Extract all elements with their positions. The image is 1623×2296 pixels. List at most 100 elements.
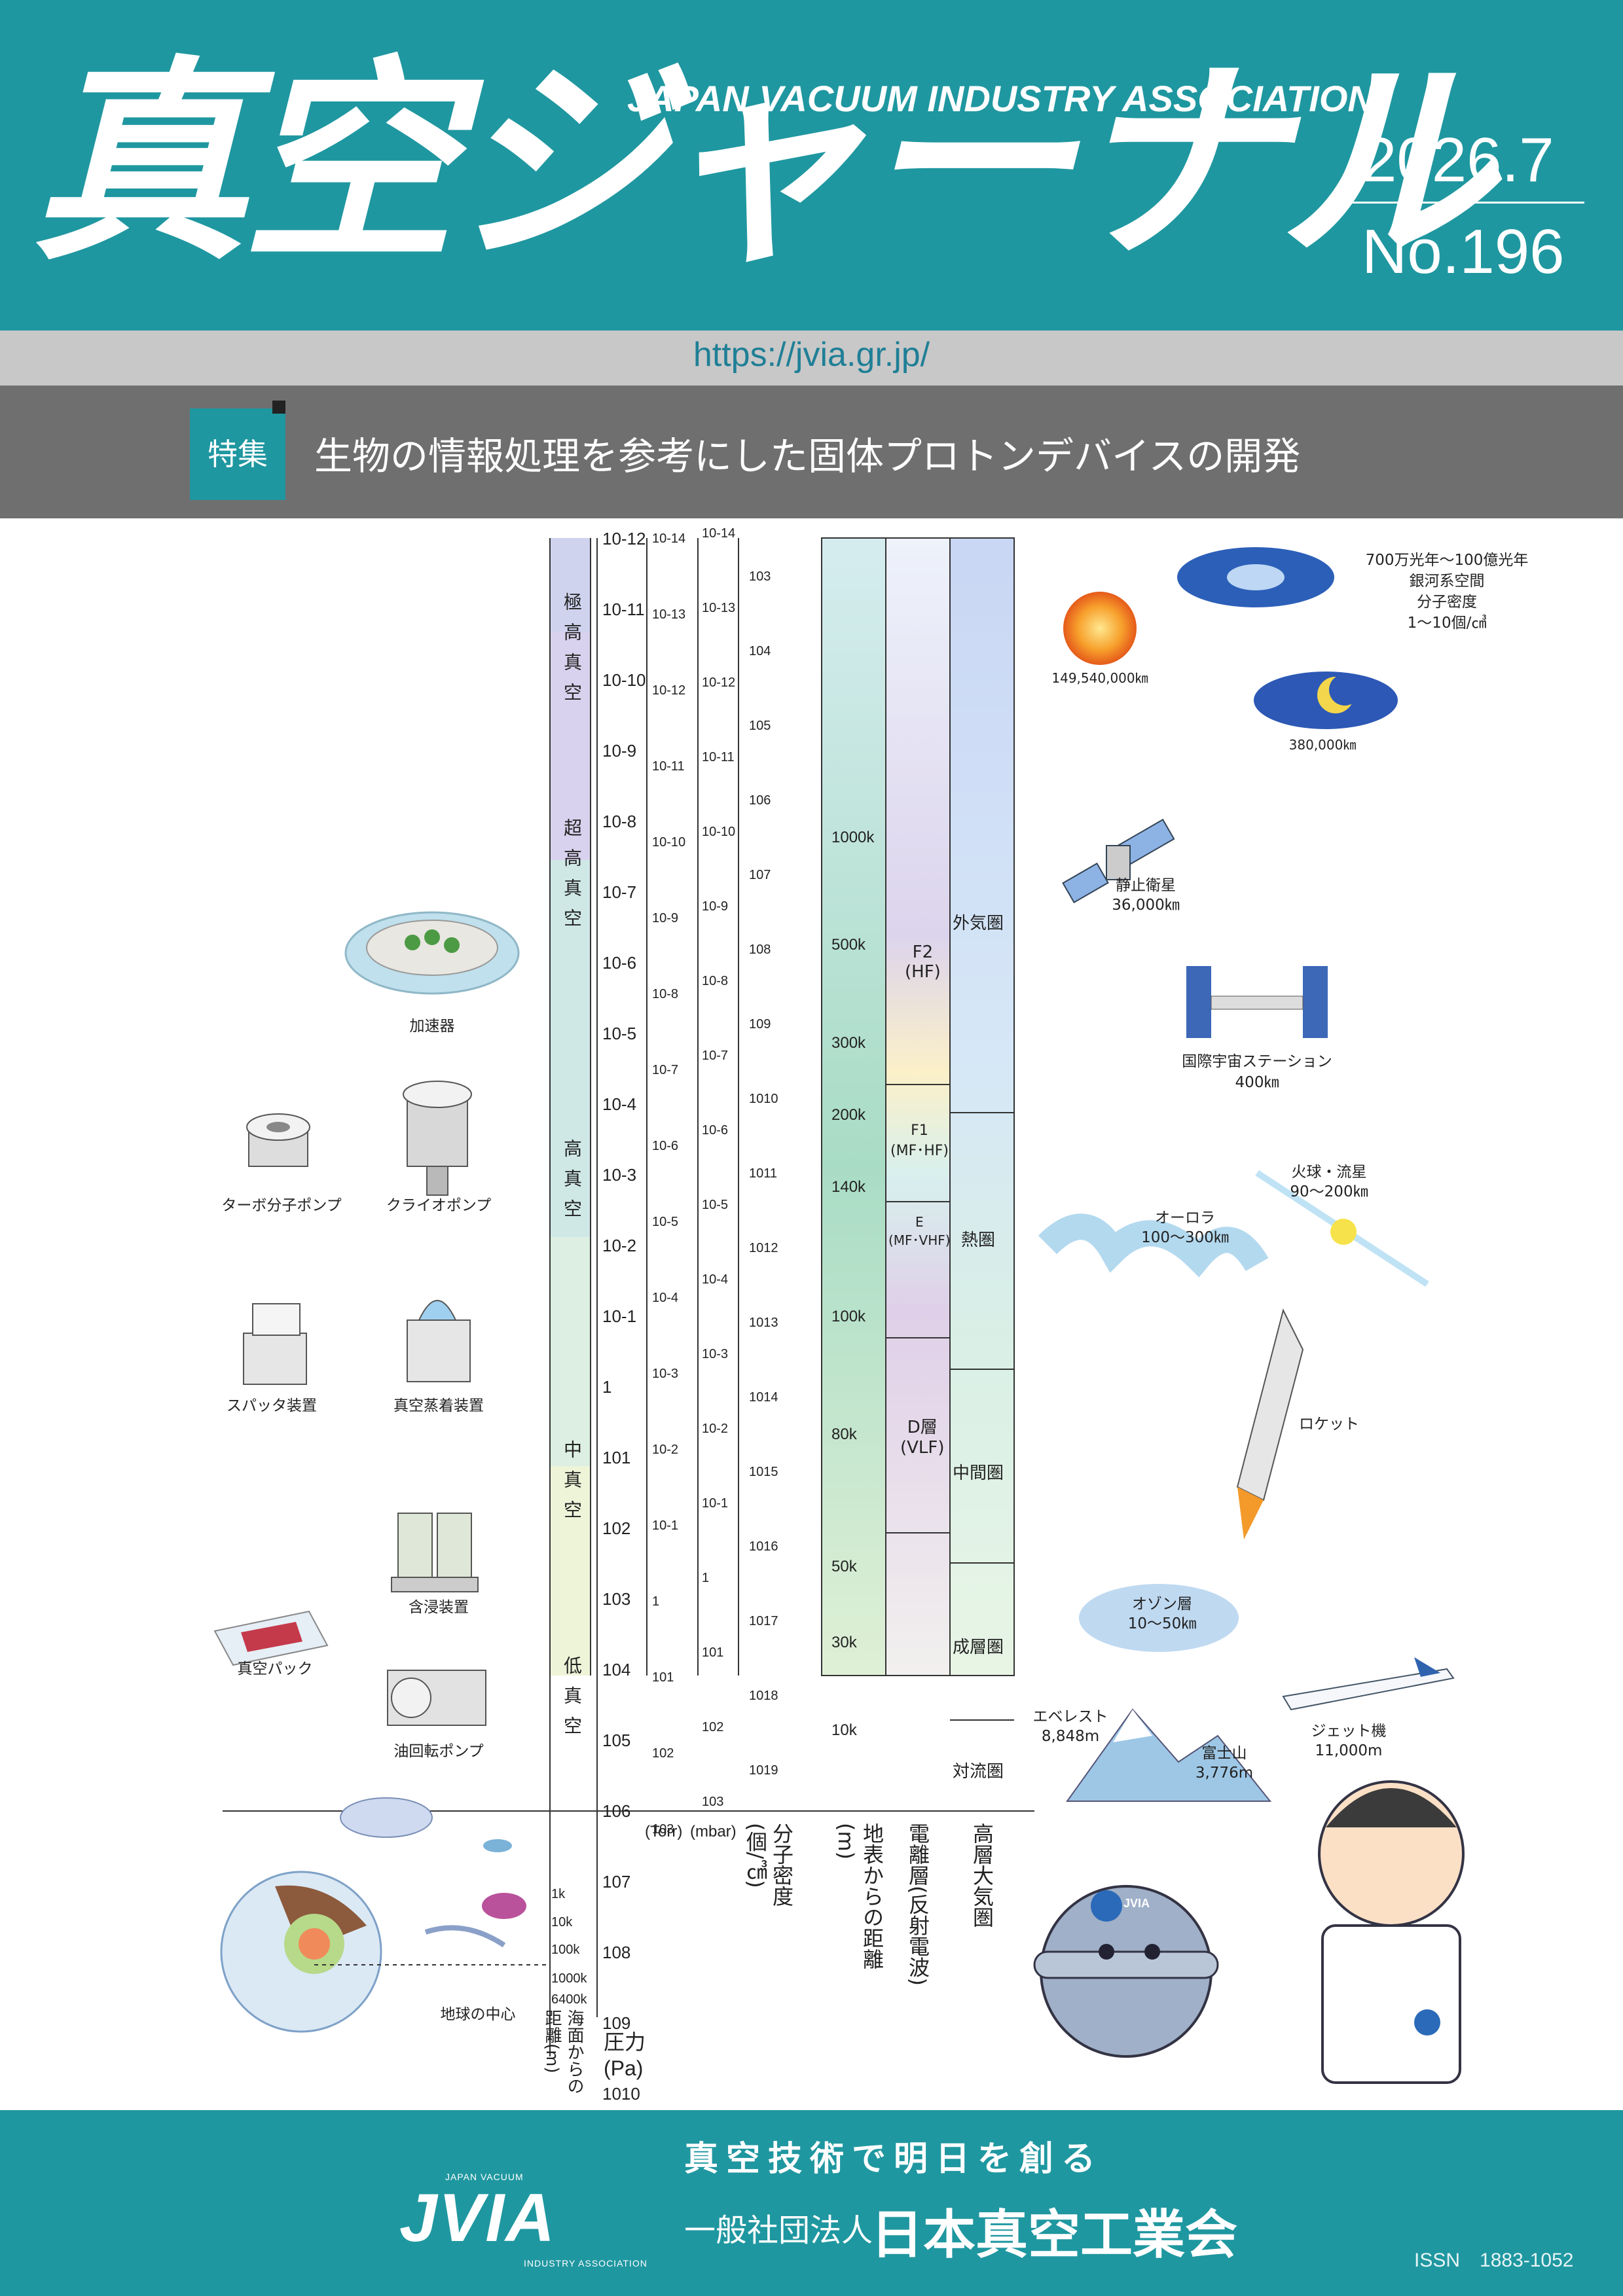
atmosphere-column <box>949 537 1015 1676</box>
impregnation-illustration <box>391 1513 479 1592</box>
footer-corp-prefix: 一般社団法人 <box>684 2212 873 2249</box>
density-tick: 1015 <box>749 1465 778 1479</box>
sun-illustration <box>1063 592 1137 665</box>
caption-turbo-pump: ターボ分子ポンプ <box>221 1197 342 1214</box>
pa-tick: 10-9 <box>602 741 637 761</box>
vacuum-scale-chart <box>213 537 1465 2084</box>
sea-depth-tick: 1k <box>551 1887 566 1901</box>
caption-jet: ジェット機 11,000m <box>1311 1723 1387 1759</box>
ionosphere-f2: F2 (HF) <box>905 942 941 982</box>
column-dividers <box>886 1084 1014 1721</box>
pa-tick: 10-2 <box>602 1236 637 1255</box>
feature-tag-corner <box>272 401 285 414</box>
footer-logo-bottom: INDUSTRY ASSOCIATION <box>524 2258 647 2269</box>
turbo-pump-illustration <box>246 1113 310 1167</box>
region-label-extreme-high: 極高真空 <box>561 592 583 713</box>
evaporator-illustration <box>407 1300 471 1382</box>
caption-satellite: 静止衛星 36,000㎞ <box>1112 877 1180 914</box>
mbar-tick: 10-8 <box>702 974 729 988</box>
atmosphere-troposphere: 対流圏 <box>953 1762 1004 1782</box>
mbar-tick: 10-11 <box>702 750 735 764</box>
caption-ozone: オゾン層 10〜50㎞ <box>1127 1596 1197 1632</box>
sea-distance-label: 海面からの 距離(m) <box>542 2009 584 2094</box>
caption-accelerator: 加速器 <box>409 1018 455 1035</box>
caption-galaxy: 700万光年〜100億光年 銀河系空間 分子密度 1〜10個/㎤ <box>1365 552 1529 632</box>
sea-depth-tick: 10k <box>551 1915 573 1929</box>
rocket-illustration <box>1236 1308 1304 1539</box>
density-tick: 106 <box>749 793 771 808</box>
altitude-tick: 500k <box>831 936 866 954</box>
pa-tick: 1 <box>602 1377 612 1397</box>
website-link[interactable]: https://jvia.gr.jp/ <box>693 336 930 374</box>
pa-tick: 10-8 <box>602 812 637 831</box>
pa-tick: 109 <box>602 2013 631 2033</box>
mbar-tick: 10-7 <box>702 1049 729 1063</box>
mbar-tick: 10-2 <box>702 1422 729 1436</box>
caption-aurora: オーロラ 100〜300㎞ <box>1141 1210 1229 1246</box>
galaxy-illustration <box>1177 547 1334 607</box>
density-tick: 1017 <box>749 1614 778 1628</box>
torr-tick: 102 <box>652 1746 674 1761</box>
sea-depth-tick: 100k <box>551 1943 580 1957</box>
pressure-label: 圧力 (Pa) <box>604 2030 646 2080</box>
density-tick: 1010 <box>749 1092 778 1106</box>
mbar-tick: 10-5 <box>702 1198 729 1212</box>
mbar-tick: 10-14 <box>702 526 736 541</box>
mbar-tick: 1 <box>702 1571 710 1585</box>
torr-tick: 10-4 <box>652 1291 679 1305</box>
caption-rotary-pump: 油回転ポンプ <box>393 1743 484 1760</box>
density-tick: 1012 <box>749 1241 778 1255</box>
region-label-medium: 中真空 <box>561 1440 583 1530</box>
altitude-tick: 10k <box>831 1721 857 1739</box>
association-name: JAPAN VACUUM INDUSTRY ASSOCIATION <box>627 78 1374 119</box>
mbar-tick: 10-3 <box>702 1347 729 1361</box>
pa-tick: 10-12 <box>602 529 646 548</box>
torr-tick: 10-1 <box>652 1518 679 1533</box>
fish-illustration <box>424 1839 526 1948</box>
pa-tick: 101 <box>602 1448 631 1467</box>
altitude-tick: 1000k <box>831 829 875 846</box>
density-tick: 1016 <box>749 1539 778 1554</box>
pa-tick: 102 <box>602 1518 631 1538</box>
altitude-tick: 140k <box>831 1178 866 1196</box>
mbar-tick: 10-1 <box>702 1496 729 1511</box>
atmosphere-label: 高層大気圏 <box>970 1823 994 1928</box>
mascot-badge: JVIA <box>1123 1897 1150 1910</box>
journal-logo: 真空ジャーナル <box>31 38 1493 289</box>
atmosphere-mesosphere: 中間圏 <box>953 1463 1004 1483</box>
feature-title: 生物の情報処理を参考にした固体プロトンデバイスの開発 <box>314 434 1301 478</box>
issue-number: No.196 <box>1362 217 1565 287</box>
jet-illustration <box>1282 1657 1455 1711</box>
torr-tick: 10-9 <box>652 911 679 925</box>
atmosphere-stratosphere: 成層圏 <box>953 1638 1004 1657</box>
density-tick: 1019 <box>749 1763 778 1778</box>
altitude-tick: 200k <box>831 1106 866 1124</box>
iss-illustration <box>1186 966 1328 1038</box>
pa-tick: 10-6 <box>602 953 637 973</box>
altitude-tick: 100k <box>831 1308 866 1325</box>
earth-cross-section <box>220 1871 550 2033</box>
altitude-label: 地表からの距離 (m) <box>833 1823 884 1969</box>
torr-tick: 10-5 <box>652 1215 679 1229</box>
density-tick: 1018 <box>749 1689 778 1703</box>
ionosphere-f1: F1 (MF･HF) <box>890 1122 949 1159</box>
mbar-tick: 10-6 <box>702 1123 729 1138</box>
density-tick: 1011 <box>749 1166 778 1181</box>
caption-sputter: スパッタ装置 <box>227 1397 317 1414</box>
moon-illustration <box>1254 672 1398 729</box>
mbar-tick: 10-9 <box>702 899 729 914</box>
accelerator-illustration <box>344 911 520 995</box>
mbar-tick: 10-10 <box>702 825 736 839</box>
sea-depth-tick: 6400k <box>551 1992 587 2007</box>
torr-tick: 10-2 <box>652 1443 679 1457</box>
region-label-high: 高真空 <box>561 1139 583 1229</box>
caption-iss: 国際宇宙ステーション 400㎞ <box>1182 1053 1332 1091</box>
pa-tick: 103 <box>602 1589 631 1609</box>
altitude-tick: 30k <box>831 1634 857 1651</box>
torr-tick: 10-8 <box>652 987 679 1001</box>
pa-tick: 10-3 <box>602 1165 637 1185</box>
caption-cryopump: クライオポンプ <box>386 1197 492 1214</box>
torr-tick: 10-7 <box>652 1063 679 1077</box>
rotary-pump-illustration <box>387 1670 486 1726</box>
pa-tick: 10-1 <box>602 1306 637 1326</box>
